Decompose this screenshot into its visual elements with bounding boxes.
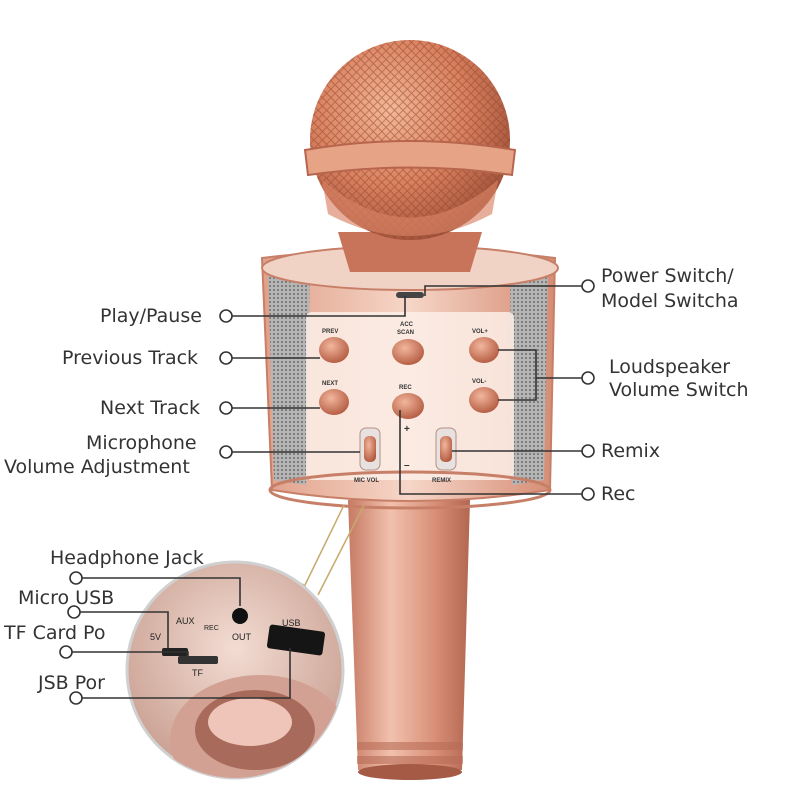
- power-switch: [396, 292, 424, 298]
- leader-lines: [72, 285, 582, 699]
- acc-scan-button: [392, 339, 424, 365]
- vol-minus-button: [469, 387, 499, 413]
- microphone-handle: [348, 500, 470, 780]
- zoomed-port-view: AUX 5V REC OUT USB TF: [125, 560, 345, 780]
- loudspeaker-label-line1: Loudspeaker: [609, 356, 731, 378]
- usb-port-slot: [266, 624, 326, 656]
- next-button: [319, 389, 349, 415]
- micro-usb-label: Micro USB: [18, 587, 115, 609]
- leader-endpoints: [59, 279, 595, 705]
- power-switch-label-line2: Model Switcha: [601, 290, 739, 312]
- left-speaker-grille: [268, 268, 310, 485]
- vol-plus-text: VOL+: [472, 329, 488, 335]
- remix-slider: [440, 436, 452, 462]
- remix-device-text: REMIX: [432, 478, 451, 484]
- plus-text: +: [404, 424, 410, 435]
- next-track-label: Next Track: [100, 397, 201, 419]
- previous-track-label: Previous Track: [62, 347, 199, 369]
- out-text: OUT: [232, 632, 252, 642]
- usb-text: USB: [282, 618, 301, 628]
- vol-minus-text: VOL-: [472, 379, 486, 385]
- tf-text: TF: [192, 668, 203, 678]
- rec-small-text: REC: [204, 625, 219, 632]
- scan-text: SCAN: [397, 330, 414, 336]
- usb-port-label: JSB Por: [38, 672, 105, 694]
- headphone-jack-label: Headphone Jack: [50, 547, 204, 569]
- headphone-jack-port: [232, 608, 248, 624]
- tf-card-label: TF Card Po: [4, 622, 106, 644]
- prev-button: [319, 337, 349, 363]
- tf-card-slot: [178, 656, 218, 664]
- mic-volume-label-line1: Microphone: [86, 432, 197, 454]
- mic-vol-slider: [364, 436, 376, 462]
- mic-vol-text: MIC VOL: [354, 478, 379, 484]
- acc-text: ACC: [400, 322, 414, 328]
- right-speaker-grille: [510, 268, 548, 485]
- minus-text: –: [404, 460, 410, 471]
- aux-text: AUX: [176, 616, 195, 626]
- rec-label: Rec: [601, 483, 636, 505]
- 5v-text: 5V: [150, 632, 161, 642]
- microphone-head: [303, 40, 517, 272]
- power-switch-label-line1: Power Switch/: [601, 265, 734, 287]
- play-pause-label: Play/Pause: [100, 305, 202, 327]
- remix-label: Remix: [601, 440, 661, 462]
- next-text: NEXT: [322, 381, 338, 387]
- rec-device-text: REC: [399, 385, 412, 391]
- rec-button: [392, 393, 424, 419]
- vol-plus-button: [469, 337, 499, 363]
- prev-text: PREV: [322, 329, 338, 335]
- mic-volume-label-line2: Volume Adjustment: [4, 456, 190, 478]
- loudspeaker-label-line2: Volume Switch: [609, 379, 749, 401]
